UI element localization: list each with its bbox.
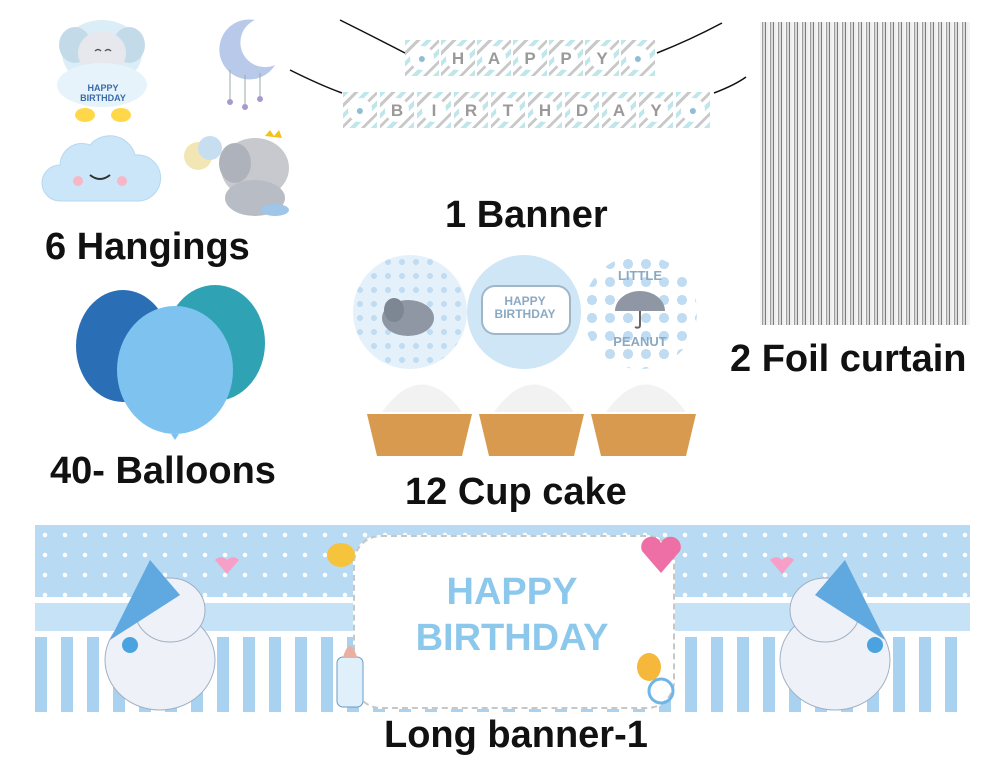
banner-flag-elephant: ● — [405, 40, 439, 76]
topper-text-peanut: PEANUT — [613, 334, 667, 349]
banner-flag: Y — [639, 92, 673, 128]
banner-letter: Y — [644, 98, 668, 122]
elephant-topper — [57, 20, 147, 122]
banner-letter: P — [554, 46, 578, 70]
banner-flag-elephant: ● — [621, 40, 655, 76]
banner-letter: I — [422, 98, 446, 122]
cupcake-topper-happy-birthday: HAPPY BIRTHDAY — [467, 255, 581, 369]
topper-text-little: LITTLE — [617, 268, 663, 283]
banner-letter: A — [482, 46, 506, 70]
hanging-topper-text: HAPPY BIRTHDAY — [80, 83, 126, 103]
cloud-hanging — [41, 135, 162, 202]
banner-letter: R — [459, 98, 483, 122]
banner-flag: A — [602, 92, 636, 128]
topper-text-happy-birthday: HAPPY BIRTHDAY — [494, 294, 556, 322]
banner-letter: A — [607, 98, 631, 122]
banner-flag: P — [513, 40, 547, 76]
umbrella-icon — [615, 291, 665, 329]
banner-row-happy: ● H A P P Y ● — [405, 40, 655, 76]
banner-flag: H — [441, 40, 475, 76]
banner-flag: T — [491, 92, 525, 128]
banner-strings — [289, 19, 747, 94]
elephant-icon — [382, 298, 434, 336]
balloons-label: 40- Balloons — [50, 450, 276, 492]
banner-flag-elephant: ● — [676, 92, 710, 128]
banner-flag: A — [477, 40, 511, 76]
elephant-left-icon — [104, 557, 239, 711]
banner-letter: Y — [590, 46, 614, 70]
banner-row-birthday: ● B I R T H D A Y ● — [343, 92, 710, 128]
banner-letter: H — [533, 98, 557, 122]
long-banner-image: HAPPY BIRTHDAY — [35, 525, 970, 712]
heart-icon — [641, 536, 681, 573]
cupcake-topper-elephant — [353, 255, 467, 369]
banner-flag: I — [417, 92, 451, 128]
long-banner-line2: BIRTHDAY — [415, 617, 609, 659]
banner-flag: B — [380, 92, 414, 128]
baby-bottle-icon — [336, 646, 364, 708]
pacifier-icon — [637, 653, 675, 705]
bird-icon — [327, 543, 355, 567]
elephant-balloons-hanging — [184, 130, 289, 216]
cupcakes-image — [367, 384, 696, 456]
long-banner-line1: HAPPY — [446, 571, 578, 613]
banner-flag: H — [528, 92, 562, 128]
cupcake-label: 12 Cup cake — [405, 471, 627, 513]
moon-hanging — [219, 19, 275, 110]
foil-curtain-image — [760, 22, 970, 325]
long-banner-frame — [353, 535, 675, 709]
balloons-image — [76, 285, 265, 440]
elephant-right-icon — [770, 557, 891, 711]
banner-flag: R — [454, 92, 488, 128]
banner-flag: Y — [585, 40, 619, 76]
banner-letter: H — [446, 46, 470, 70]
banner-letter: D — [570, 98, 594, 122]
foil-curtain-label: 2 Foil curtain — [730, 338, 967, 380]
banner-letter: T — [496, 98, 520, 122]
banner-label: 1 Banner — [445, 194, 608, 236]
banner-flag: D — [565, 92, 599, 128]
banner-flag: P — [549, 40, 583, 76]
long-banner-label: Long banner-1 — [384, 714, 648, 756]
banner-letter: P — [518, 46, 542, 70]
hangings-label: 6 Hangings — [45, 226, 250, 268]
cupcake-topper-little-peanut: LITTLE PEANUT — [583, 255, 697, 369]
banner-letter: B — [385, 98, 409, 122]
banner-flag-elephant: ● — [343, 92, 377, 128]
